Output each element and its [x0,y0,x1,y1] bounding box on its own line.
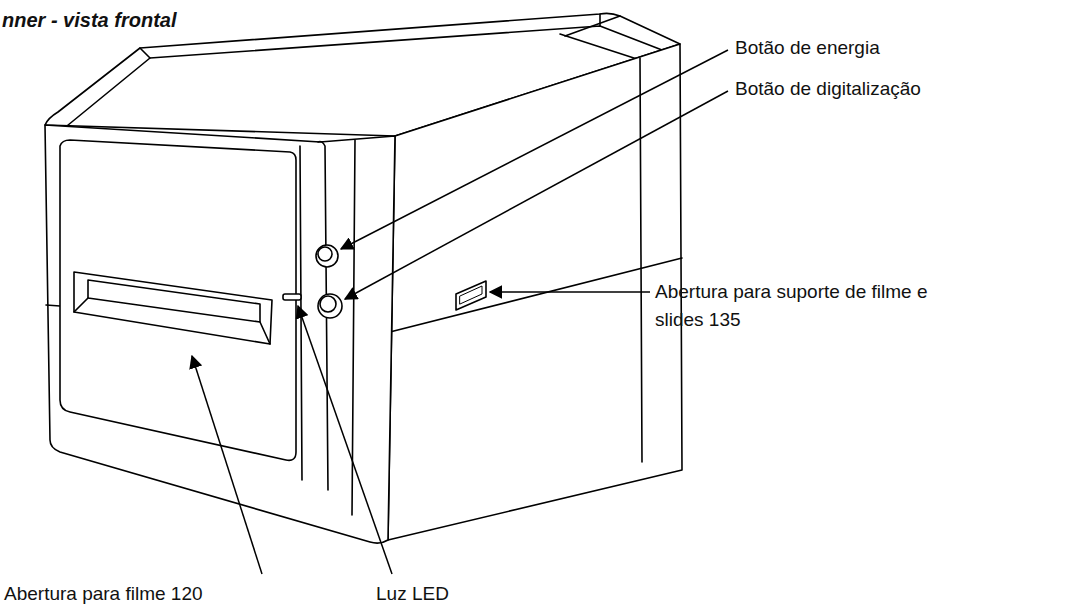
part-label: Luz LED [376,580,449,608]
part-label: Abertura para suporte de filme e slides … [655,278,975,333]
part-label: Botão de energia [735,34,880,62]
part-label: Abertura para filme 120 [4,580,203,608]
figure-title: nner - vista frontal [2,6,176,35]
part-label: Botão de digitalização [735,75,921,103]
